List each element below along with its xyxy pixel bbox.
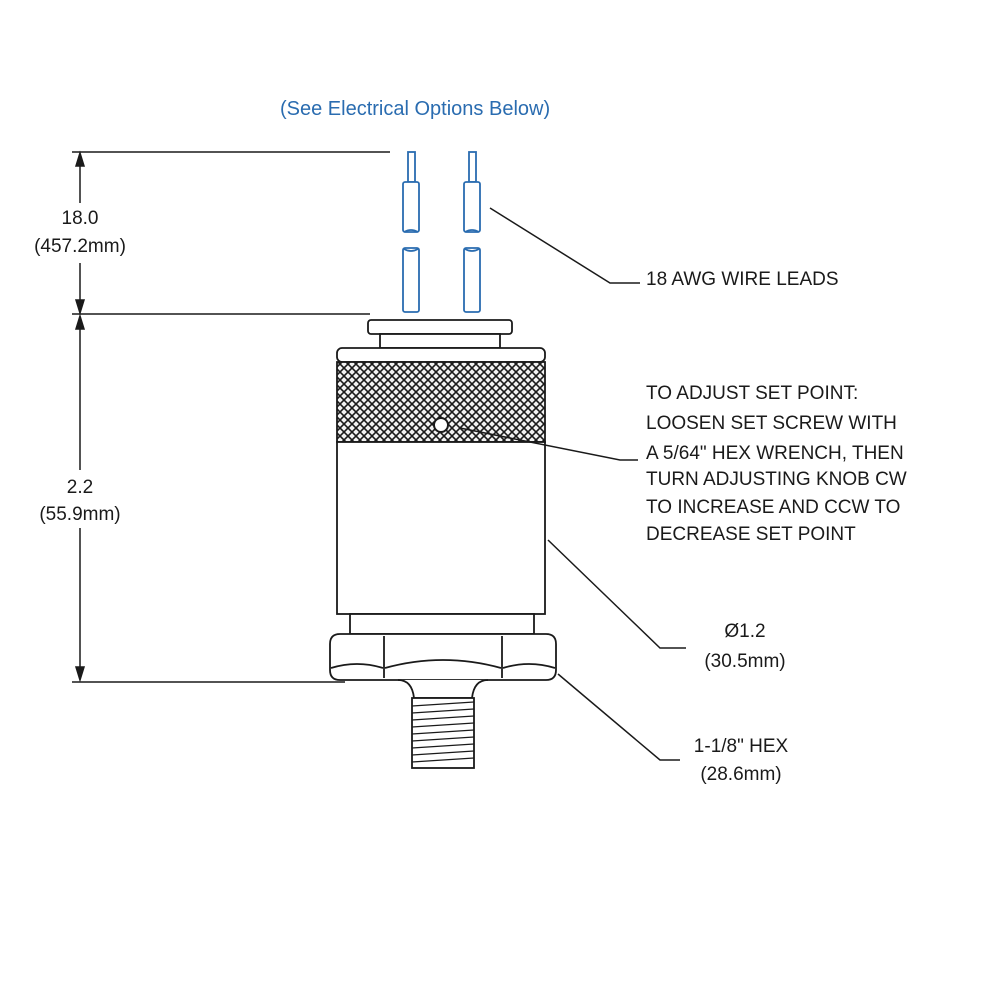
body-height-metric: (55.9mm) xyxy=(39,504,121,525)
hex-chamfer-left xyxy=(330,663,384,669)
wire-right-lower xyxy=(463,247,481,313)
wire-left-lower xyxy=(402,247,420,313)
lead-arrow-bottom xyxy=(74,299,86,316)
body-height-imperial: 2.2 xyxy=(66,477,94,498)
adjust-knob-leader xyxy=(459,427,638,461)
adjust-instruction-line: TO INCREASE AND CCW TO xyxy=(646,497,901,518)
diameter-imperial: Ø1.2 xyxy=(724,621,766,642)
lead-length-imperial: 18.0 xyxy=(61,208,99,229)
diameter-leader xyxy=(547,539,686,649)
switch-body xyxy=(329,319,557,769)
electrical-options-note: (See Electrical Options Below) xyxy=(280,98,551,120)
lead-length-metric: (457.2mm) xyxy=(34,236,126,257)
hex-size-metric: (28.6mm) xyxy=(700,764,782,785)
body-lower-collar xyxy=(349,613,535,635)
adjust-instruction-line: DECREASE SET POINT xyxy=(646,524,856,545)
wire-leads xyxy=(402,151,481,313)
hex-chamfer-center xyxy=(384,659,502,669)
diameter-metric: (30.5mm) xyxy=(704,651,786,672)
leader-lines xyxy=(459,207,686,761)
body-arrow-top xyxy=(74,313,86,330)
wire-lead-left xyxy=(402,151,420,313)
body-top-rim xyxy=(336,347,546,363)
top-cap-flange xyxy=(367,319,513,335)
adjust-instruction-line: TURN ADJUSTING KNOB CW xyxy=(646,469,907,490)
wire-right-tip xyxy=(468,151,477,183)
lead-length-dimension xyxy=(72,150,390,316)
hex-leader xyxy=(557,673,680,761)
wire-right-break-top xyxy=(464,229,480,233)
wire-right-upper xyxy=(463,181,481,233)
wire-left-tip xyxy=(407,151,416,183)
hex-size-imperial: 1-1/8" HEX xyxy=(693,736,789,757)
body-arrow-bottom xyxy=(74,666,86,683)
thread-lines xyxy=(411,701,475,763)
wire-left-upper xyxy=(402,181,420,233)
set-screw-icon xyxy=(433,417,449,433)
wire-leads-leader xyxy=(489,207,640,284)
body-cylinder xyxy=(336,441,546,615)
adjust-instruction-line: A 5/64" HEX WRENCH, THEN xyxy=(646,443,904,464)
hex-nut xyxy=(329,633,557,681)
lead-arrow-top xyxy=(74,150,86,167)
wire-left-break-bottom xyxy=(403,248,419,252)
wire-left-break-top xyxy=(403,229,419,233)
top-cap-neck xyxy=(379,333,501,349)
hex-undercut xyxy=(397,679,489,699)
body-height-dimension xyxy=(72,313,345,683)
adjust-instruction-line: LOOSEN SET SCREW WITH xyxy=(646,413,897,434)
hex-chamfer-right xyxy=(502,663,556,669)
wire-leads-callout: 18 AWG WIRE LEADS xyxy=(646,269,839,290)
wire-right-break-bottom xyxy=(464,248,480,252)
adjust-instruction-line: TO ADJUST SET POINT: xyxy=(646,383,859,404)
wire-lead-right xyxy=(463,151,481,313)
